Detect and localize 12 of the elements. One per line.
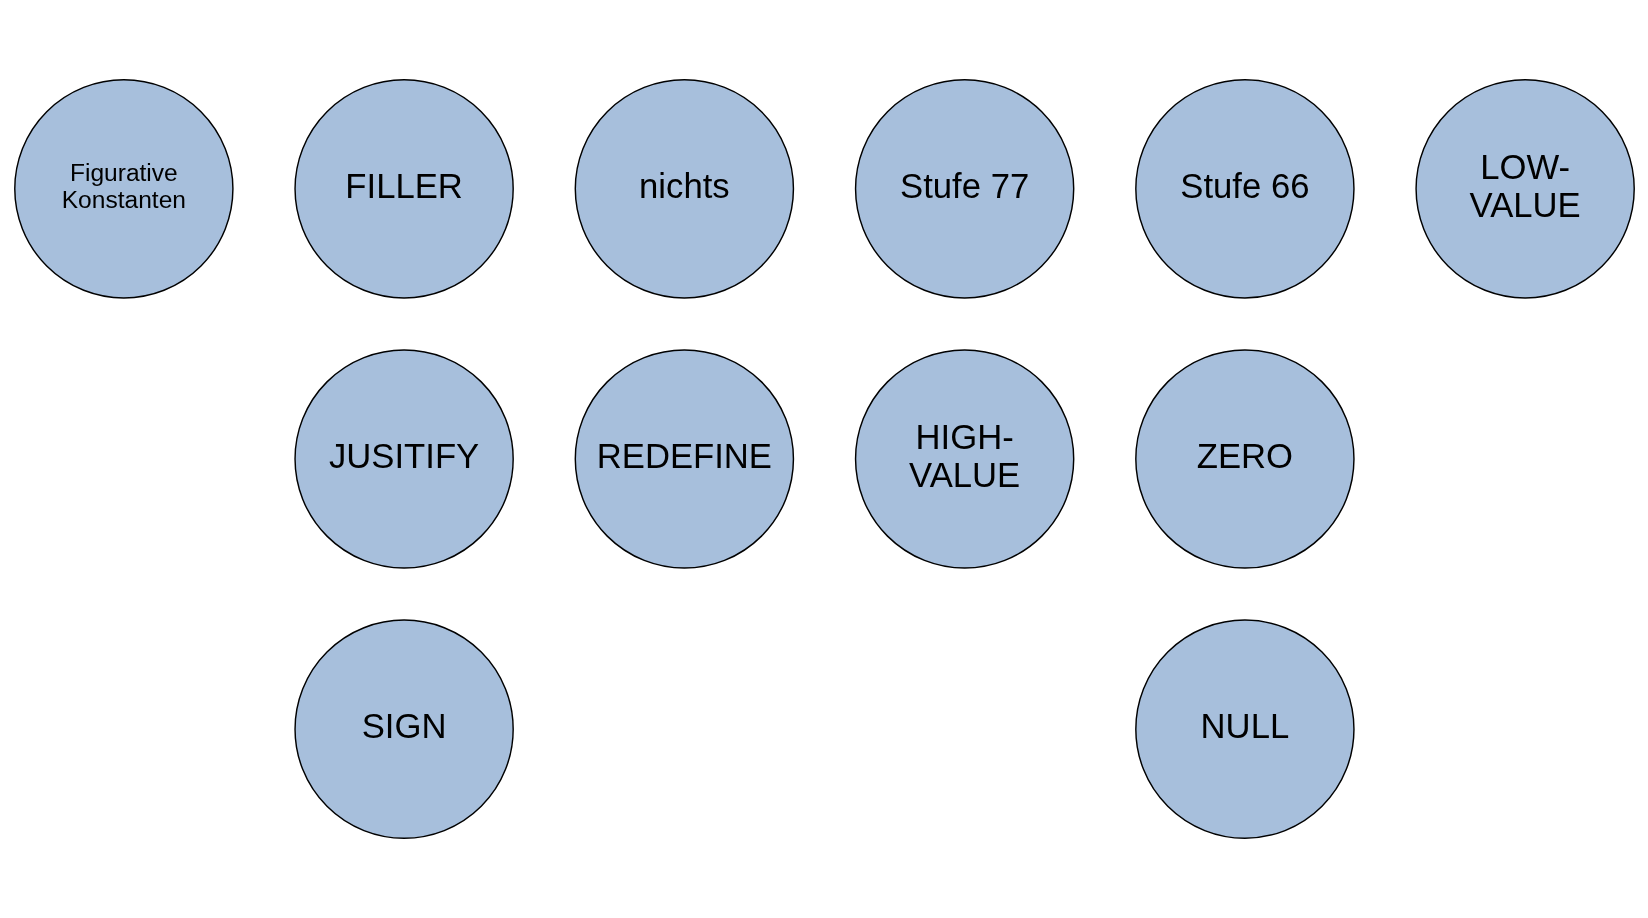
node-circle: LOW- VALUE [1414,79,1635,299]
node-circle: NULL [1134,619,1355,839]
node-circle: SIGN [293,619,514,839]
node-circle: Figurative Konstanten [13,79,234,299]
node-circle: FILLER [293,79,514,299]
node-circle: Stufe 66 [1134,79,1355,299]
node-circle: HIGH- VALUE [854,349,1074,569]
node-circle: JUSITIFY [293,349,514,569]
node-circle: REDEFINE [574,349,794,569]
node-circle: Stufe 77 [854,79,1074,299]
node-circle: ZERO [1134,349,1355,569]
node-circle: nichts [574,79,794,299]
